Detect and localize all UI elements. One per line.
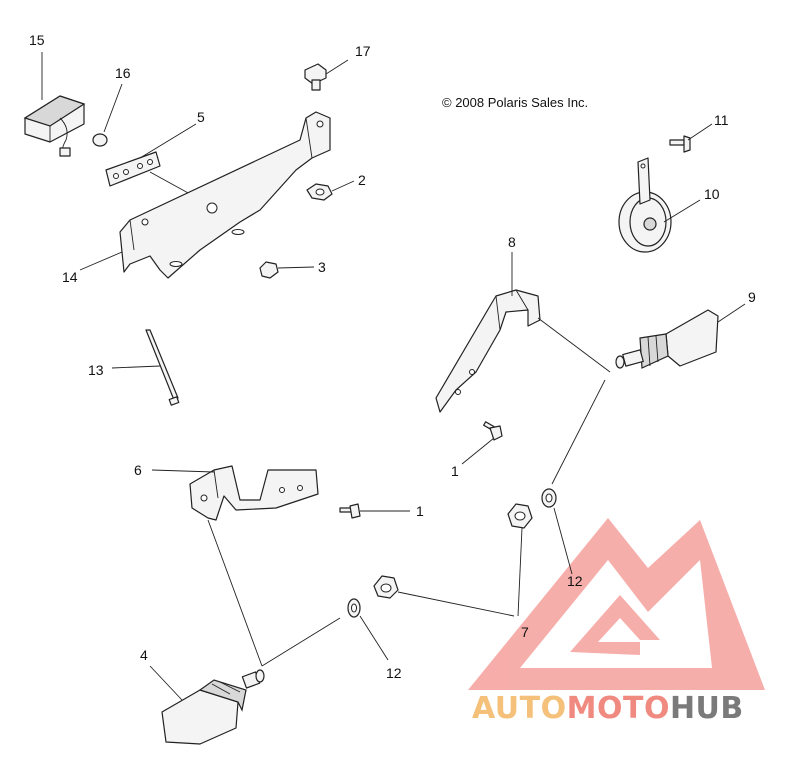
leader-14 — [79, 251, 123, 271]
callout-12-right: 12 — [567, 573, 583, 589]
watermark-brand-hub: HUB — [670, 691, 744, 726]
watermark-g-mark — [570, 595, 660, 655]
part-11-screw — [669, 135, 691, 153]
callout-13: 13 — [88, 362, 104, 378]
part-7-nut-upper — [507, 503, 533, 529]
leader-9-to-12 — [551, 379, 606, 485]
part-1-screw-lower — [339, 503, 361, 519]
callout-11: 11 — [714, 112, 729, 128]
callout-1-upper: 1 — [451, 463, 459, 479]
callout-12-left: 12 — [386, 665, 402, 681]
part-2-nut — [306, 183, 333, 201]
watermark-logo — [468, 518, 765, 690]
leader-11 — [687, 123, 713, 141]
leader-12-left — [359, 615, 389, 661]
callout-15: 15 — [29, 32, 45, 48]
leader-6 — [151, 469, 215, 473]
callout-5: 5 — [197, 109, 205, 125]
leader-5a — [139, 123, 197, 159]
callout-2: 2 — [358, 172, 366, 188]
callout-7: 7 — [521, 624, 529, 640]
callout-10: 10 — [704, 186, 720, 202]
watermark-triangle — [468, 518, 765, 690]
callout-16: 16 — [115, 65, 131, 81]
leader-16 — [103, 83, 123, 133]
leader-7b — [397, 591, 515, 617]
part-17-bolt — [304, 63, 327, 91]
part-16-grommet — [92, 133, 108, 147]
part-14-bracket — [119, 111, 331, 279]
part-8-signal-bracket — [435, 289, 541, 413]
leader-9 — [717, 303, 746, 323]
callout-14: 14 — [62, 269, 78, 285]
part-13-cable-tie — [145, 329, 180, 406]
part-9-turn-signal-right — [615, 309, 719, 369]
leader-3 — [277, 266, 315, 269]
leader-2 — [331, 180, 355, 192]
leader-5b — [149, 171, 191, 195]
callout-1-lower: 1 — [416, 503, 424, 519]
callout-3: 3 — [318, 259, 326, 275]
leader-6-to-4 — [207, 519, 263, 667]
part-12-washer-right — [541, 488, 557, 508]
leader-7a — [517, 527, 523, 617]
callout-17: 17 — [355, 43, 371, 59]
part-10-horn — [618, 157, 672, 253]
part-15-license-lamp — [23, 95, 86, 157]
leader-10 — [663, 199, 701, 223]
callout-9: 9 — [748, 289, 756, 305]
leader-4-to-12 — [261, 617, 341, 667]
copyright-text: © 2008 Polaris Sales Inc. — [442, 95, 588, 110]
leader-8-to-9 — [537, 317, 611, 373]
watermark-brand: AUTOMOTOHUB — [472, 691, 744, 726]
callout-8: 8 — [508, 234, 516, 250]
callout-6: 6 — [134, 462, 142, 478]
part-12-washer-left — [347, 598, 361, 618]
part-4-turn-signal-left — [161, 669, 265, 745]
leader-4 — [149, 665, 183, 701]
watermark-brand-moto: MOTO — [567, 691, 670, 726]
callout-4: 4 — [140, 647, 148, 663]
part-7-nut-lower — [373, 575, 399, 599]
part-6-signal-bracket-left — [189, 465, 319, 521]
leader-1-upper — [461, 437, 495, 465]
part-5-plate — [105, 151, 161, 187]
leader-12-right — [553, 507, 573, 575]
leader-13 — [111, 365, 161, 369]
part-1-screw-upper — [483, 421, 503, 441]
watermark-brand-auto: AUTO — [472, 691, 567, 726]
part-3-nut — [259, 261, 279, 279]
leader-17 — [325, 59, 349, 75]
